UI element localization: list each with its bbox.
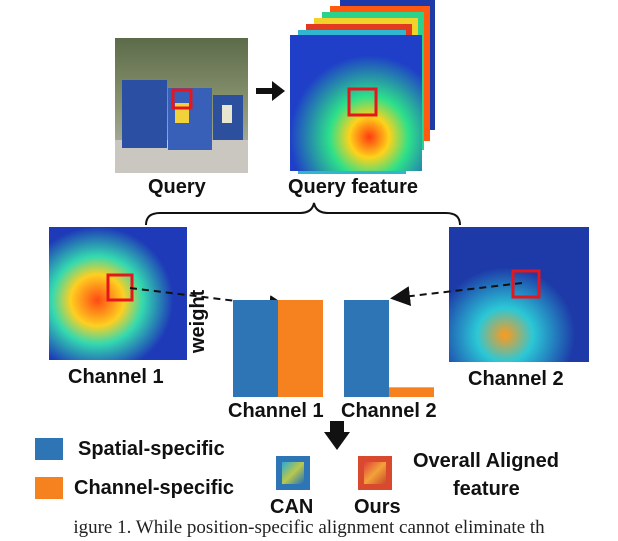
bar-category-channel1: Channel 1 — [228, 400, 324, 422]
curly-brace — [145, 202, 461, 226]
feature-highlight-box — [347, 87, 378, 117]
channel2-heatmap — [449, 227, 589, 362]
channel2-highlight-box — [511, 269, 541, 299]
legend-label-channel: Channel-specific — [74, 477, 235, 499]
bar-channel-specific-channel-1 — [278, 300, 323, 397]
bar-category-channel2: Channel 2 — [341, 400, 437, 422]
ours-label: Ours — [354, 496, 401, 518]
overall-label-line2: feature — [453, 478, 520, 500]
down-arrow-icon — [324, 421, 350, 450]
query-feature-label: Query feature — [288, 176, 419, 198]
can-label: CAN — [270, 496, 314, 518]
query-image — [115, 38, 248, 173]
query-feature-stack — [290, 0, 435, 174]
query-label: Query — [148, 176, 206, 198]
channel1-heatmap — [49, 227, 187, 360]
bar-channel-specific-channel-2 — [389, 387, 434, 397]
right-arrow-icon — [256, 81, 285, 101]
ours-feature-icon — [358, 456, 392, 490]
can-feature-icon — [276, 456, 310, 490]
channel1-image-label: Channel 1 — [68, 366, 164, 388]
legend-swatch-spatial — [35, 438, 63, 460]
bar-spatial-specific-channel-2 — [344, 300, 389, 397]
bar-spatial-specific-channel-1 — [233, 300, 278, 397]
figure-caption: igure 1. While position-specific alignme… — [73, 517, 545, 538]
y-axis-label: weight — [187, 289, 209, 353]
query-highlight-box — [171, 88, 193, 110]
overall-label-line1: Overall Aligned — [413, 450, 559, 472]
legend-label-spatial: Spatial-specific — [78, 438, 225, 460]
dashed-arrow-right — [390, 282, 523, 307]
dashed-arrow-left — [129, 287, 289, 315]
legend-swatch-channel — [35, 477, 63, 499]
bar-chart — [233, 300, 434, 397]
channel2-image-label: Channel 2 — [468, 368, 564, 390]
